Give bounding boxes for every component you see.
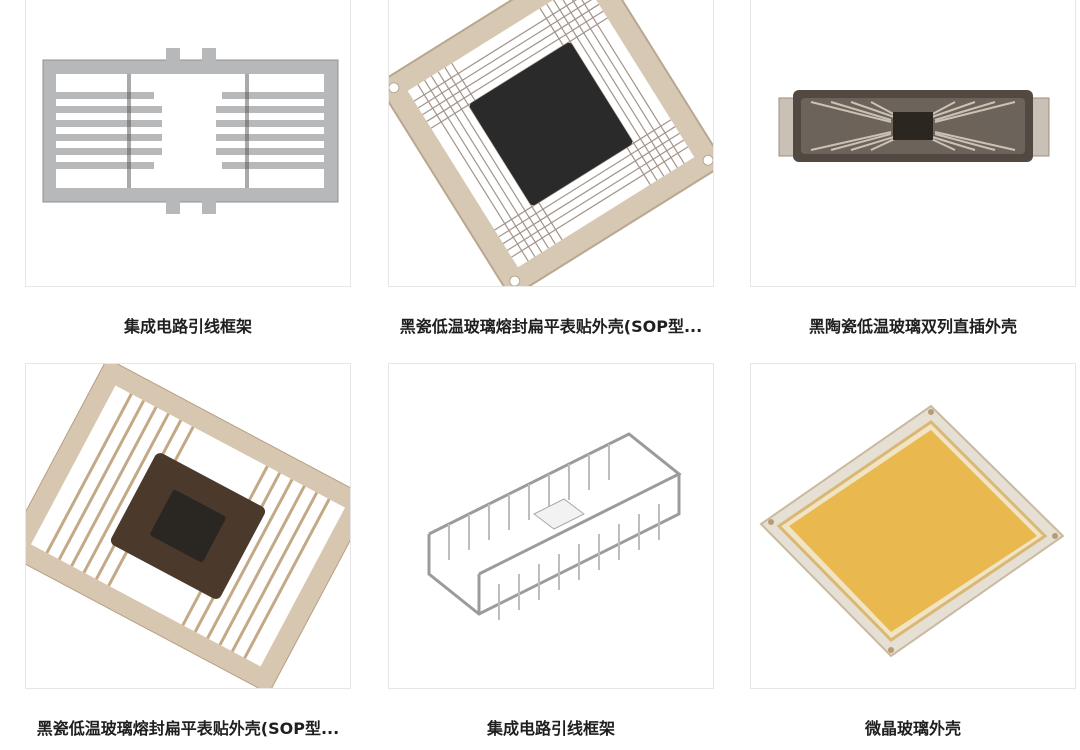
lead-frame-image xyxy=(42,48,339,214)
product-title[interactable]: 黑陶瓷低温玻璃双列直插外壳 xyxy=(808,317,1017,336)
product-image-frame[interactable] xyxy=(388,0,714,287)
product-title[interactable]: 集成电路引线框架 xyxy=(123,317,252,336)
product-image-frame[interactable] xyxy=(388,363,714,689)
product-title[interactable]: 集成电路引线框架 xyxy=(486,719,615,738)
sop-flat-package-image xyxy=(26,364,350,688)
black-ceramic-dip-package-image xyxy=(778,90,1050,162)
glass-ceramic-shell-image xyxy=(759,404,1065,658)
product-image-frame[interactable] xyxy=(750,0,1076,287)
product-title[interactable]: 黑瓷低温玻璃熔封扁平表贴外壳(SOP型... xyxy=(399,317,703,336)
product-title[interactable]: 微晶玻璃外壳 xyxy=(864,719,961,738)
product-image-frame[interactable] xyxy=(25,0,351,287)
product-title[interactable]: 黑瓷低温玻璃熔封扁平表贴外壳(SOP型... xyxy=(36,719,340,738)
3d-lead-frame-image xyxy=(427,432,682,620)
black-ceramic-sop-package-image xyxy=(389,0,713,286)
product-image-frame[interactable] xyxy=(750,363,1076,689)
product-image-frame[interactable] xyxy=(25,363,351,689)
